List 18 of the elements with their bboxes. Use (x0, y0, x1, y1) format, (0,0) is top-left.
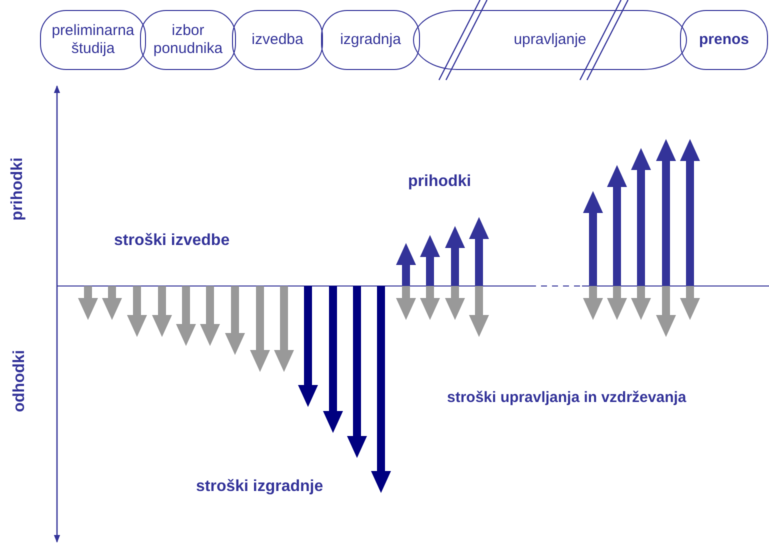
annotation: prihodki (408, 173, 472, 191)
annotation: stroški izgradnje (196, 478, 324, 496)
axis-label: odhodki (11, 348, 29, 414)
phase-label: izgradnja (340, 31, 401, 49)
phase-pill (40, 10, 146, 70)
annotation: stroški upravljanja in vzdrževanja (447, 389, 686, 406)
phase-label: preliminarna študija (50, 22, 136, 58)
phase-pill (140, 10, 236, 70)
phase-label: izvedba (252, 31, 304, 49)
phase-label: upravljanje (514, 31, 586, 49)
phase-pill (413, 10, 687, 70)
axis-label: prihodki (9, 156, 27, 223)
phase-label: prenos (698, 31, 749, 49)
phase-pill (232, 10, 323, 70)
phase-label: izbor ponudnika (152, 22, 224, 58)
phase-pill (321, 10, 420, 70)
phase-pill (680, 10, 768, 70)
annotation: stroški izvedbe (114, 232, 230, 250)
